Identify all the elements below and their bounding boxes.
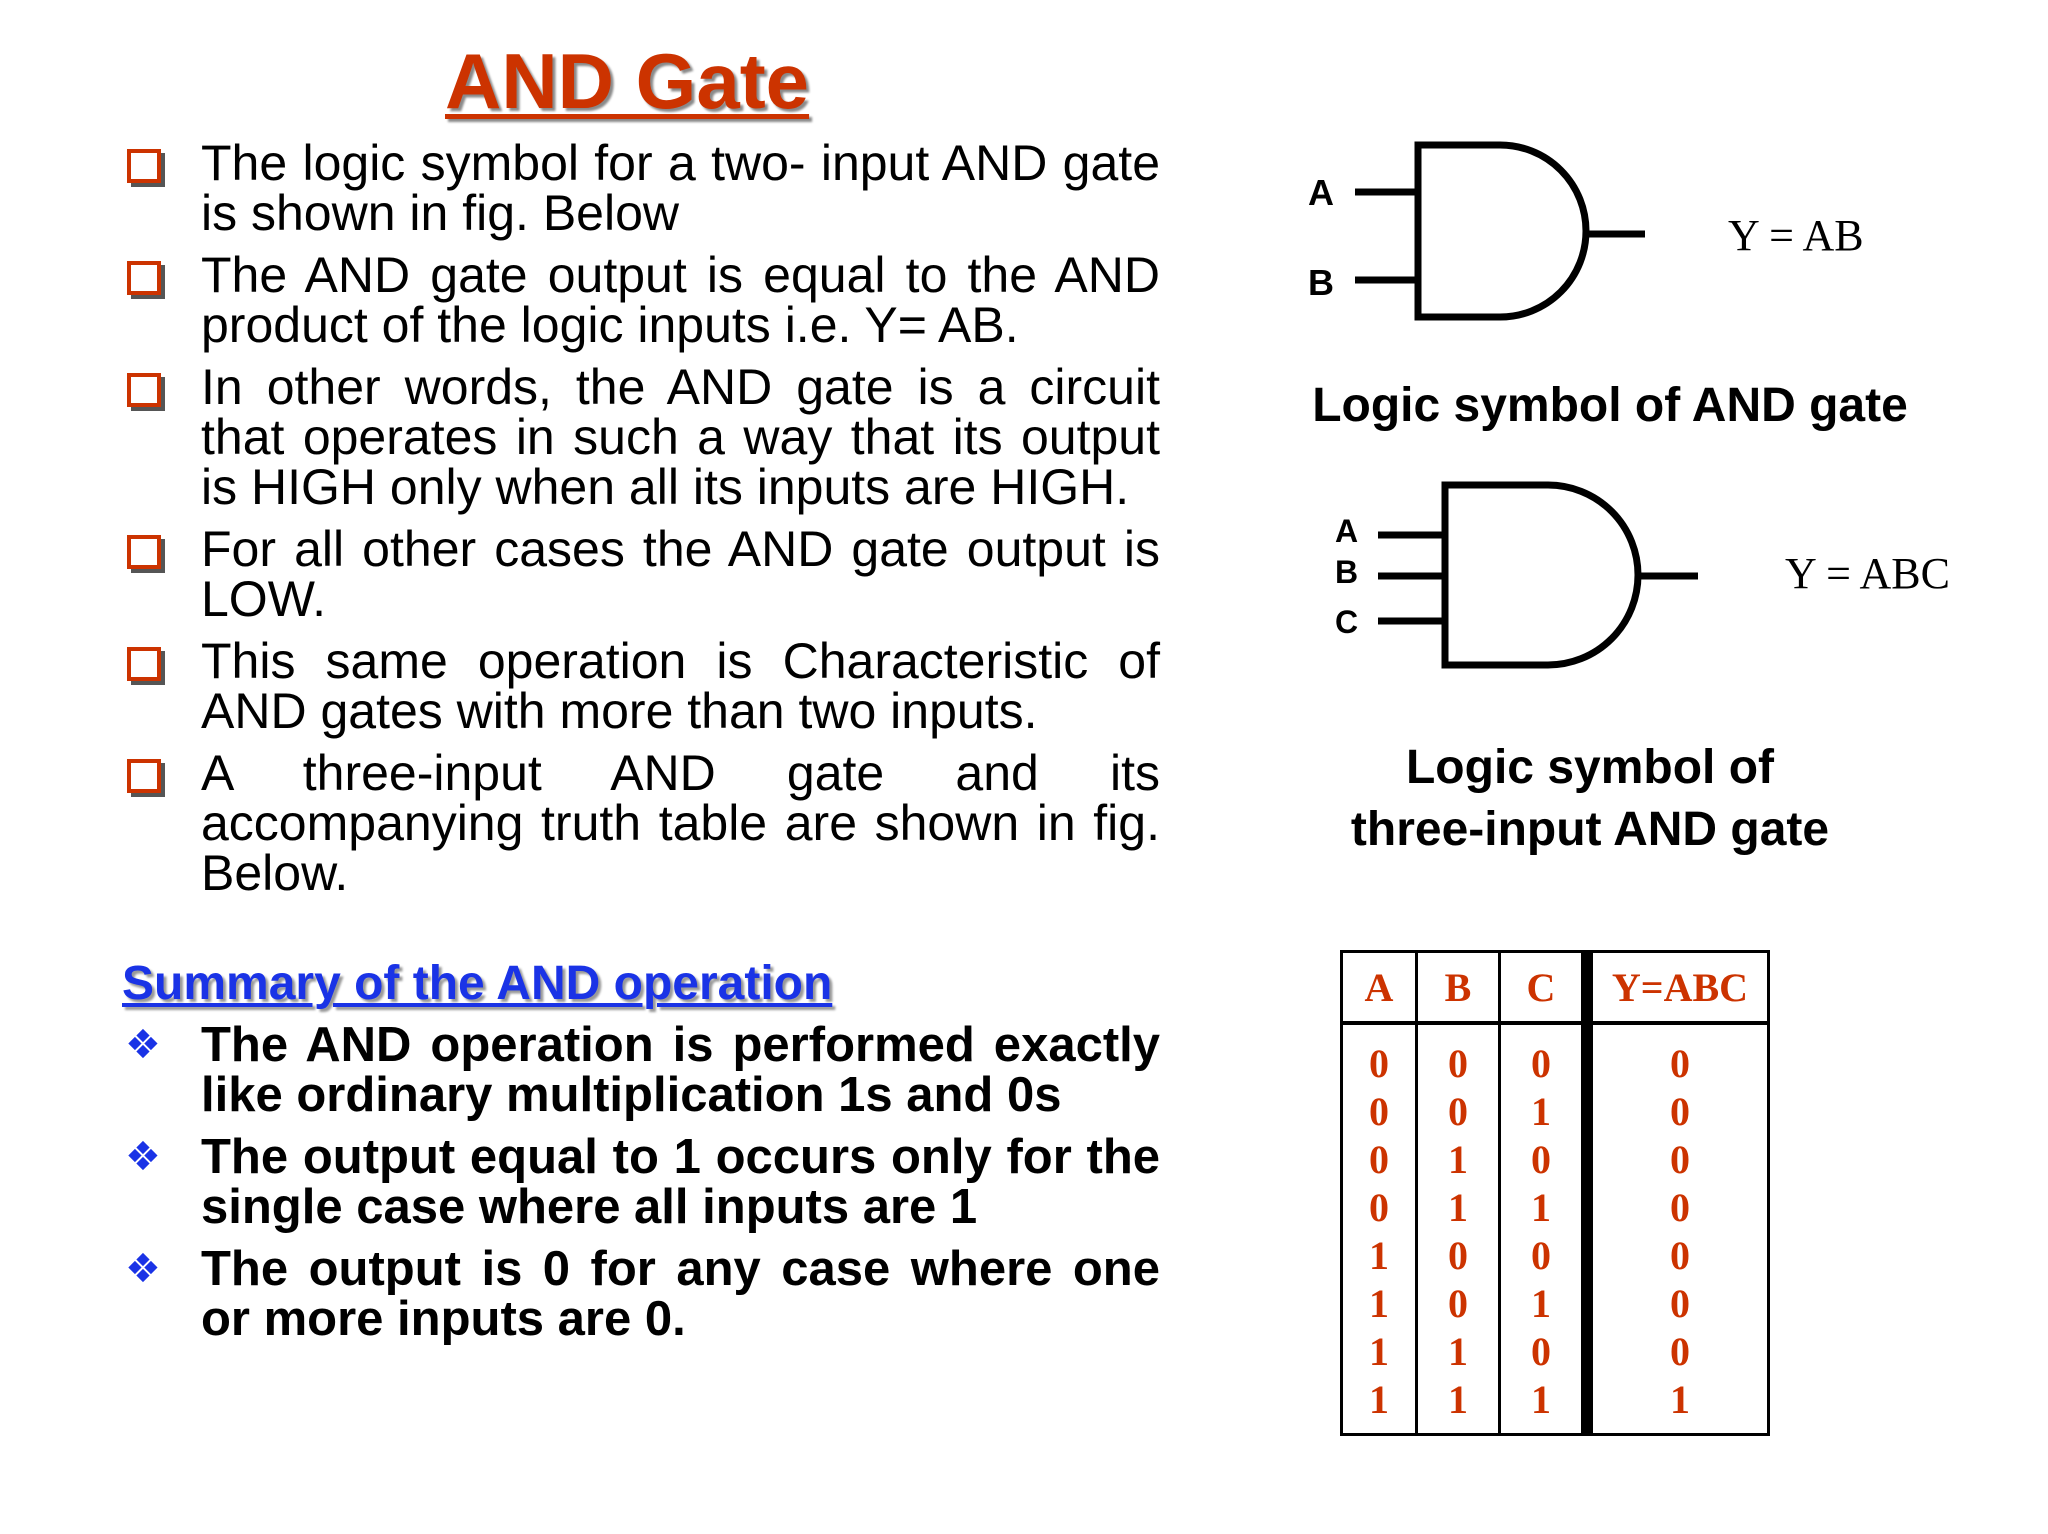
cell: 0 — [1581, 1023, 1769, 1087]
cell: 1 — [1369, 1280, 1389, 1326]
page-title: AND Gate — [445, 37, 810, 125]
header-y: Y=ABC — [1581, 951, 1769, 1025]
bullet-item: The logic symbol for a two- input AND ga… — [125, 138, 1160, 238]
diamond-bullet-icon: ❖ — [125, 1134, 161, 1180]
cell: 1 — [1415, 1135, 1500, 1183]
cell: 1 — [1498, 1279, 1587, 1327]
cell: 0 — [1581, 1279, 1769, 1327]
summary-text: The output equal to 1 occurs only for th… — [201, 1130, 1160, 1234]
gate3-caption-line2: three-input AND gate — [1350, 803, 1830, 856]
cell: 0 — [1498, 1023, 1587, 1087]
cell: 0 — [1581, 1135, 1769, 1183]
cell: 0 — [1415, 1231, 1500, 1279]
summary-item: ❖ The output equal to 1 occurs only for t… — [125, 1132, 1160, 1232]
cell: 0 — [1498, 1135, 1587, 1183]
gate3-caption: Logic symbol of three-input AND gate — [1300, 737, 1880, 861]
cell: 0 — [1581, 1231, 1769, 1279]
bullet-text: For all other cases the AND gate output … — [201, 521, 1160, 627]
gate2-input-a-label: A — [1308, 172, 1334, 213]
cell: 0 — [1415, 1087, 1500, 1135]
and-gate-2-input-icon — [1355, 141, 1645, 321]
cell: 0 — [1369, 1136, 1389, 1182]
header-a: A — [1341, 951, 1417, 1025]
cell: 0 — [1369, 1040, 1389, 1086]
cell: 1 — [1369, 1376, 1389, 1422]
gate3-input-a-label: A — [1335, 513, 1359, 549]
summary-text: The AND operation is performed exactly l… — [201, 1018, 1160, 1122]
gate3-output-label: Y = ABC — [1785, 549, 1950, 598]
cell: 1 — [1498, 1183, 1587, 1231]
gate3-input-c-label: C — [1335, 604, 1359, 640]
bullet-item: This same operation is Characteristic of… — [125, 636, 1160, 736]
cell: 0 — [1498, 1327, 1587, 1375]
cell: 1 — [1498, 1087, 1587, 1135]
header-b: B — [1415, 951, 1500, 1025]
cell: 1 — [1415, 1183, 1500, 1231]
bullet-text: This same operation is Characteristic of… — [201, 633, 1160, 739]
cell: 1 — [1369, 1232, 1389, 1278]
checkbox-bullet-icon — [127, 759, 161, 793]
checkbox-bullet-icon — [127, 647, 161, 681]
bullet-text: The logic symbol for a two- input AND ga… — [201, 135, 1160, 241]
bullet-text: In other words, the AND gate is a circui… — [201, 359, 1160, 515]
cell: 0 — [1581, 1183, 1769, 1231]
summary-item: ❖ The AND operation is performed exactly … — [125, 1020, 1160, 1120]
gate3-input-b-label: B — [1335, 554, 1359, 590]
bullet-item: For all other cases the AND gate output … — [125, 524, 1160, 624]
bullet-text: A three-input AND gate and its accompany… — [201, 745, 1160, 901]
summary-text: The output is 0 for any case where one o… — [201, 1242, 1160, 1346]
cell: 1 — [1369, 1328, 1389, 1374]
cell: 1 — [1415, 1375, 1500, 1435]
gate3-caption-line1: Logic symbol of — [1405, 741, 1774, 794]
cell: 0 — [1581, 1327, 1769, 1375]
summary-heading: Summary of the AND operation — [122, 957, 833, 1010]
header-c: C — [1498, 951, 1587, 1025]
checkbox-bullet-icon — [127, 149, 161, 183]
diamond-bullet-icon: ❖ — [125, 1246, 161, 1292]
gate2-input-b-label: B — [1308, 262, 1334, 303]
cell: 0 — [1369, 1088, 1389, 1134]
diamond-bullet-icon: ❖ — [125, 1022, 161, 1068]
cell: 1 — [1581, 1375, 1769, 1435]
summary-list: ❖ The AND operation is performed exactly … — [125, 1020, 1160, 1356]
cell: 0 — [1581, 1087, 1769, 1135]
checkbox-bullet-icon — [127, 261, 161, 295]
bullet-item: A three-input AND gate and its accompany… — [125, 748, 1160, 898]
cell: 0 — [1369, 1184, 1389, 1230]
checkbox-bullet-icon — [127, 373, 161, 407]
truth-table-header: A B C Y=ABC — [1341, 951, 1769, 1025]
and-gate-3-input-icon — [1378, 481, 1698, 669]
bullet-item: In other words, the AND gate is a circui… — [125, 362, 1160, 512]
cell: 1 — [1415, 1327, 1500, 1375]
bullet-text: The AND gate output is equal to the AND … — [201, 247, 1160, 353]
bullet-list: The logic symbol for a two- input AND ga… — [125, 138, 1160, 910]
cell: 0 — [1498, 1231, 1587, 1279]
summary-item: ❖ The output is 0 for any case where one … — [125, 1244, 1160, 1344]
gate2-caption: Logic symbol of AND gate — [1312, 379, 1908, 432]
cell: 0 — [1415, 1279, 1500, 1327]
gate2-output-label: Y = AB — [1728, 211, 1864, 260]
cell: 1 — [1498, 1375, 1587, 1435]
cell: 0 — [1415, 1023, 1500, 1087]
checkbox-bullet-icon — [127, 535, 161, 569]
bullet-item: The AND gate output is equal to the AND … — [125, 250, 1160, 350]
